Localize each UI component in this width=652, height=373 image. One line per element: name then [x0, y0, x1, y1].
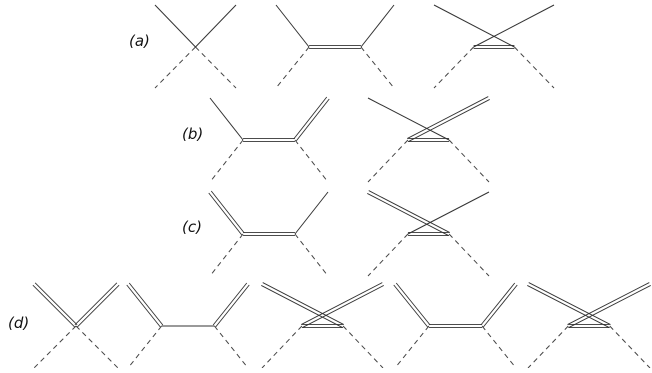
diagram-a2 [275, 4, 395, 89]
left-dashed-leg [367, 139, 409, 183]
diagram-d4 [393, 282, 518, 369]
right-dashed-leg [448, 139, 490, 183]
diagram-d2 [126, 282, 250, 369]
left-dashed-leg [33, 325, 77, 369]
diagram-b1 [209, 96, 330, 183]
right-solid-leg-b [568, 285, 651, 328]
left-solid-leg-b [210, 190, 245, 234]
diagram-a3 [433, 4, 555, 89]
left-solid-leg-a [367, 193, 449, 236]
row-label-b: (b) [182, 125, 204, 143]
row-label-c: (c) [182, 218, 202, 236]
left-dashed-leg [394, 325, 430, 369]
right-solid-leg-a [212, 282, 248, 326]
left-solid-leg-b [395, 282, 431, 326]
diagram-b2 [367, 96, 490, 183]
right-dashed-leg [342, 325, 384, 369]
right-dashed-leg [448, 233, 490, 277]
right-solid-leg-b [302, 285, 384, 328]
left-solid-leg-a [126, 284, 161, 328]
diagram-a1 [154, 4, 237, 89]
right-dashed-leg [481, 325, 517, 369]
left-solid-leg-b [368, 190, 451, 233]
diagram-c2 [367, 190, 490, 277]
left-solid-leg-b [128, 282, 164, 326]
diagram-d3 [261, 282, 384, 369]
right-solid-leg-b [215, 284, 250, 328]
left-solid-leg [275, 4, 310, 48]
right-solid-leg [473, 4, 555, 48]
right-solid-leg-a [74, 282, 118, 326]
right-solid-leg-a [480, 282, 516, 326]
right-solid-leg [360, 4, 395, 48]
right-solid-leg [294, 191, 329, 235]
right-dashed-leg [75, 325, 119, 369]
right-solid-leg-b [295, 98, 330, 142]
right-dashed-leg [195, 46, 237, 89]
left-dashed-leg [275, 46, 310, 89]
right-solid-leg-b [76, 284, 120, 328]
left-solid-leg [154, 4, 196, 48]
right-solid-leg-a [293, 96, 328, 140]
right-solid-leg-a [300, 282, 383, 325]
left-dashed-leg [209, 233, 244, 277]
diagram-d1 [32, 282, 120, 369]
left-solid-leg-b [528, 282, 611, 325]
left-solid-leg-a [208, 192, 243, 236]
left-dashed-leg [527, 325, 569, 369]
right-solid-leg-a [406, 96, 489, 139]
left-solid-leg [367, 97, 450, 141]
left-dashed-leg [154, 46, 196, 89]
right-dashed-leg [609, 325, 651, 369]
right-dashed-leg [294, 139, 329, 183]
left-solid-leg-b [262, 282, 345, 325]
right-dashed-leg [360, 46, 395, 89]
left-dashed-leg [433, 46, 474, 89]
left-solid-leg-a [32, 284, 76, 328]
row-label-a: (a) [129, 32, 150, 50]
left-solid-leg [433, 4, 515, 48]
left-solid-leg-a [527, 285, 610, 328]
left-solid-leg-a [393, 284, 428, 328]
right-dashed-leg [514, 46, 555, 89]
left-dashed-leg [209, 139, 244, 183]
right-solid-leg-b [408, 99, 490, 142]
right-solid-leg-a [567, 282, 650, 325]
diagram-d5 [527, 282, 651, 369]
right-dashed-leg [214, 325, 249, 369]
right-solid-leg-b [483, 284, 518, 328]
left-solid-leg [209, 97, 244, 141]
right-solid-leg [195, 4, 237, 48]
left-dashed-leg [127, 325, 162, 369]
right-dashed-leg [294, 233, 329, 277]
left-dashed-leg [367, 233, 409, 277]
right-solid-leg [407, 191, 490, 235]
left-solid-leg-a [261, 285, 343, 328]
left-solid-leg-b [34, 282, 78, 326]
row-label-d: (d) [8, 314, 30, 332]
diagram-c1 [208, 190, 329, 277]
left-dashed-leg [261, 325, 303, 369]
